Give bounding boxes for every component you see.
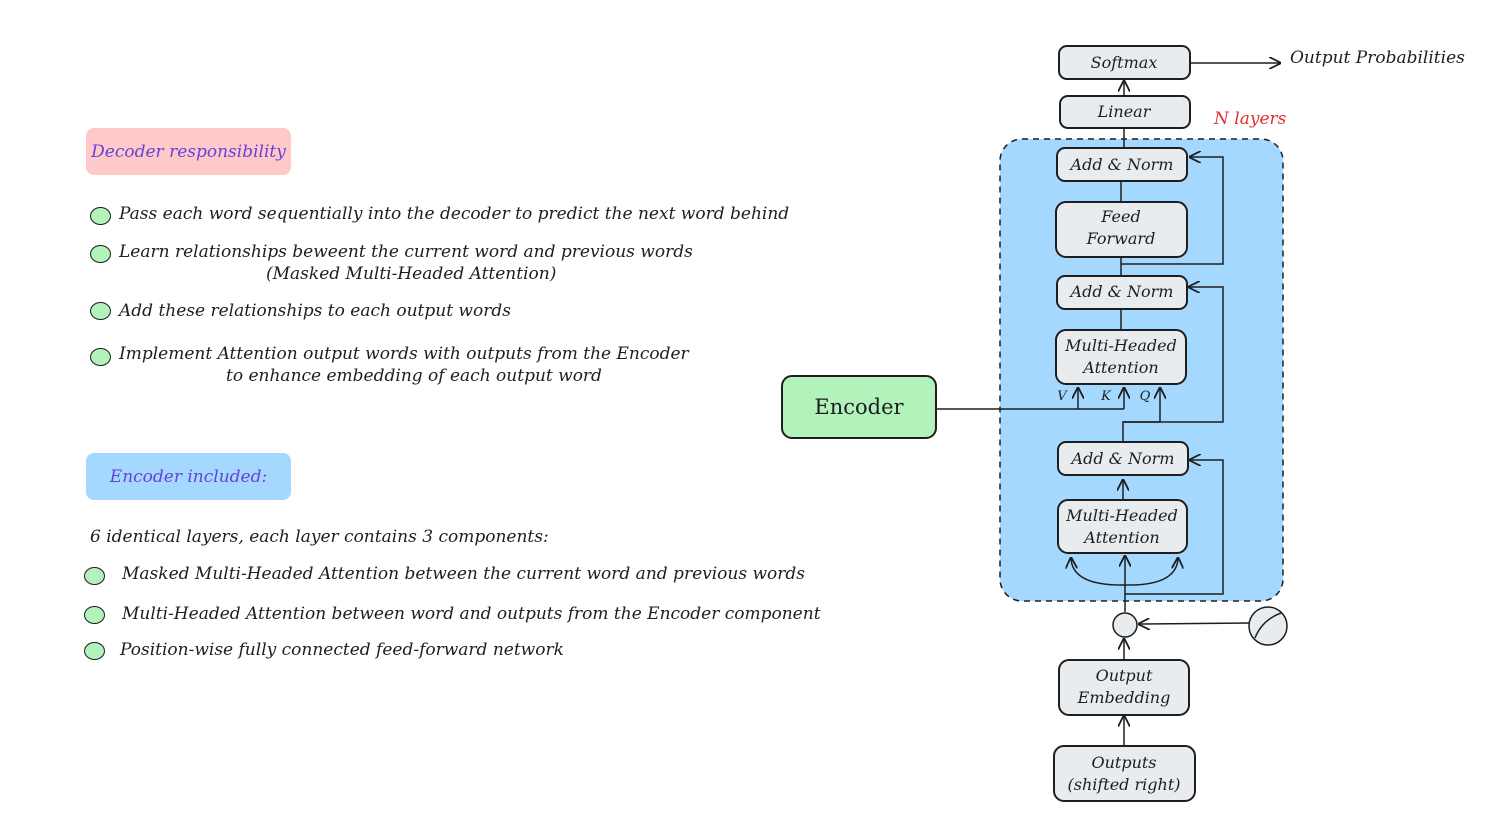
add-norm-mid-box <box>1056 275 1188 310</box>
output-embedding-label-2: Embedding <box>1077 688 1171 707</box>
output-embedding-label-1: Output <box>1096 666 1153 685</box>
encoder-box <box>781 375 937 439</box>
decoder-responsibility-title: Decoder responsibility <box>91 141 286 162</box>
encoder-included-tag: Encoder included: <box>86 453 291 500</box>
softmax-box <box>1058 45 1191 80</box>
v-label: V <box>1057 389 1068 404</box>
bullet-icon <box>90 302 111 320</box>
encoder-label: Encoder <box>814 395 904 419</box>
encoder-summary: 6 identical layers, each layer contains … <box>90 527 549 547</box>
add-norm-mid-label: Add & Norm <box>1069 282 1174 301</box>
bullet-icon <box>90 207 111 225</box>
decoder-item-1: Pass each word sequentially into the dec… <box>119 204 790 224</box>
linear-box <box>1059 95 1191 129</box>
feed-forward-box <box>1055 201 1188 258</box>
output-probabilities-label: Output Probabilities <box>1290 48 1465 68</box>
softmax-label: Softmax <box>1091 53 1158 72</box>
encoder-item-2: Multi-Headed Attention between word and … <box>122 604 821 624</box>
decoder-item-3: Add these relationships to each output w… <box>119 301 511 321</box>
outputs-label-2: (shifted right) <box>1067 775 1180 794</box>
multi-headed-attention-bottom-box <box>1057 499 1188 554</box>
add-norm-top-label: Add & Norm <box>1069 155 1174 174</box>
multi-headed-attention-top-box <box>1055 329 1187 385</box>
k-label: K <box>1100 389 1112 404</box>
mha-bottom-label-1: Multi-Headed <box>1065 506 1178 525</box>
mha-bottom-label-2: Attention <box>1082 528 1159 547</box>
add-norm-bottom-label: Add & Norm <box>1070 449 1175 468</box>
sine-wave-icon <box>1254 612 1282 639</box>
output-embedding-box <box>1058 659 1190 716</box>
decoder-item-2: Learn relationships beweent the current … <box>119 242 693 262</box>
bullet-icon <box>90 245 111 263</box>
bullet-icon <box>84 606 105 624</box>
q-label: Q <box>1140 389 1151 404</box>
feed-forward-label-1: Feed <box>1100 207 1140 226</box>
encoder-included-title: Encoder included: <box>109 466 268 487</box>
bullet-icon <box>84 642 105 660</box>
addition-node-icon <box>1112 612 1138 638</box>
mha-top-label-2: Attention <box>1081 358 1158 377</box>
decoder-item-4-continuation: to enhance embedding of each output word <box>226 366 602 386</box>
outputs-box <box>1053 745 1196 802</box>
encoder-item-1: Masked Multi-Headed Attention between th… <box>122 564 805 584</box>
encoder-item-3: Position-wise fully connected feed-forwa… <box>120 640 564 660</box>
mha-top-label-1: Multi-Headed <box>1064 336 1177 355</box>
add-norm-top-box <box>1056 147 1188 182</box>
decoder-responsibility-tag: Decoder responsibility <box>86 128 291 175</box>
bullet-icon <box>84 567 105 585</box>
feed-forward-label-2: Forward <box>1086 229 1156 248</box>
positional-encoding-icon <box>1248 606 1288 646</box>
decoder-item-2-continuation: (Masked Multi-Headed Attention) <box>266 264 557 284</box>
linear-label: Linear <box>1097 102 1152 121</box>
decoder-item-4: Implement Attention output words with ou… <box>119 344 689 364</box>
outputs-label-1: Outputs <box>1091 753 1156 772</box>
add-norm-bottom-box <box>1057 441 1189 476</box>
n-layers-label: N layers <box>1213 109 1287 129</box>
bullet-icon <box>90 348 111 366</box>
